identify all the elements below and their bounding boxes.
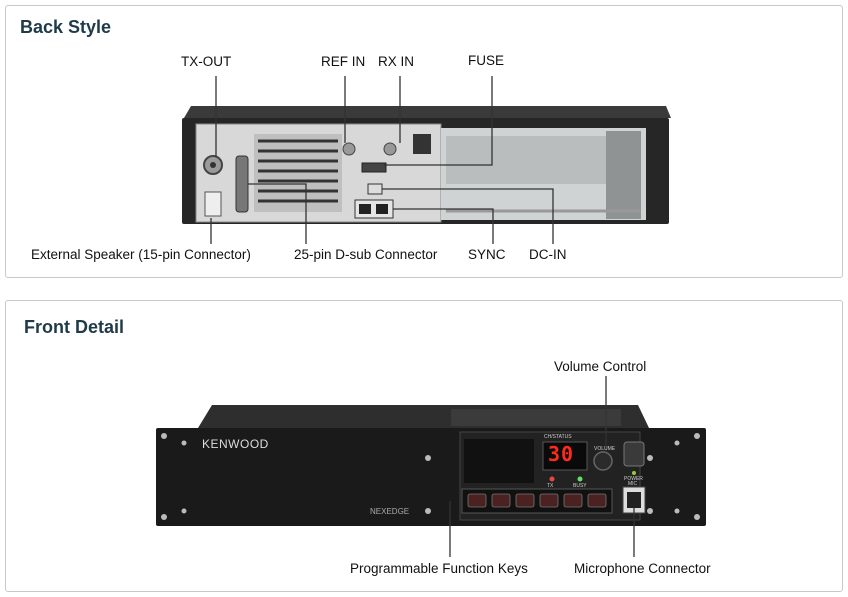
tx-led-label: TX — [547, 483, 554, 489]
label-tx-out: TX-OUT — [181, 54, 232, 69]
label-external-speaker: External Speaker (15-pin Connector) — [31, 247, 251, 262]
back-style-panel: Back Style — [5, 5, 843, 278]
label-dc-in: DC-IN — [529, 247, 567, 262]
label-ref-in: REF IN — [321, 54, 366, 69]
label-rx-in: RX IN — [378, 54, 415, 69]
label-sync: SYNC — [468, 247, 506, 262]
channel-display: 30 — [548, 442, 575, 466]
label-volume-control: Volume Control — [554, 359, 647, 374]
front-detail-panel: Front Detail — [5, 300, 843, 592]
display-caption: CH/STATUS — [544, 434, 572, 440]
volume-caption: VOLUME — [594, 446, 616, 452]
mic-caption: MIC — [628, 481, 638, 487]
back-panel-illustration — [182, 76, 671, 244]
front-panel-illustration — [156, 376, 706, 557]
label-dsub-connector: 25-pin D-sub Connector — [294, 247, 438, 262]
label-fuse: FUSE — [468, 53, 505, 68]
label-microphone-connector: Microphone Connector — [574, 561, 711, 576]
front-brand-logo: KENWOOD — [202, 437, 269, 451]
label-programmable-keys: Programmable Function Keys — [350, 561, 528, 576]
front-detail-title: Front Detail — [24, 317, 125, 337]
back-style-title: Back Style — [20, 17, 112, 37]
front-model-label: NEXEDGE — [370, 507, 410, 516]
power-caption: POWER — [624, 476, 643, 482]
busy-led-label: BUSY — [573, 483, 587, 489]
